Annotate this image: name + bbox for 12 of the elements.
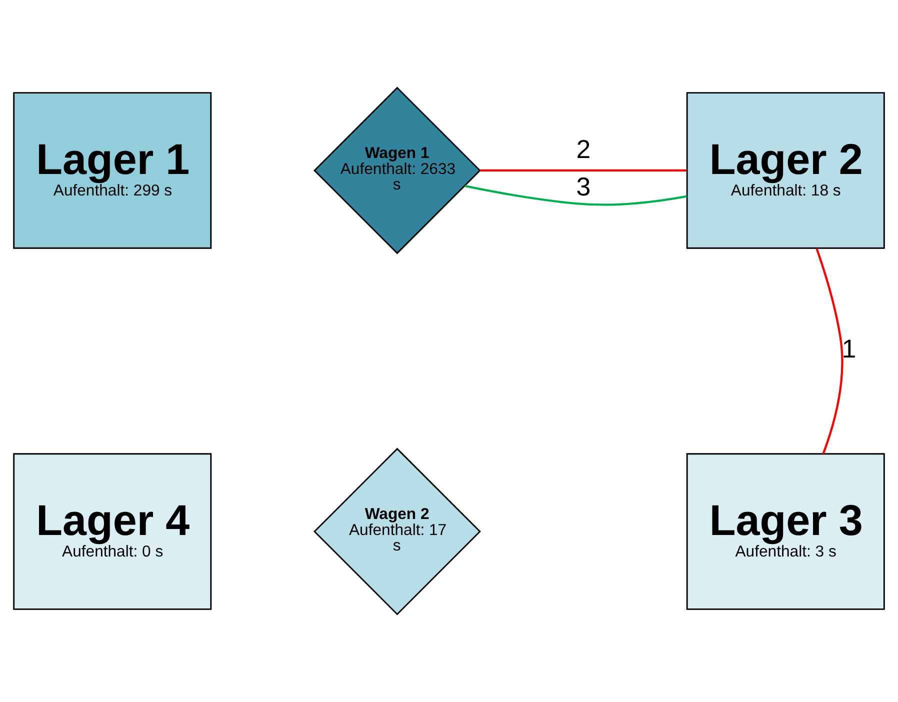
node-box: Lager 2 Aufenthalt: 18 s: [686, 92, 885, 249]
connector: [464, 184, 688, 206]
node-box: Lager 1 Aufenthalt: 299 s: [13, 92, 212, 249]
connector: [480, 169, 686, 172]
connector: [816, 248, 844, 454]
edge-label: 3: [576, 174, 591, 202]
edge-label: 1: [842, 335, 856, 364]
node-box: Lager 3 Aufenthalt: 3 s: [686, 453, 885, 610]
node-diamond: Wagen 2 Aufenthalt: 17 s: [313, 448, 481, 616]
edge-label: 2: [576, 136, 591, 164]
node-box: Lager 4 Aufenthalt: 0 s: [13, 453, 212, 610]
node-diamond: Wagen 1 Aufenthalt: 2633 s: [313, 86, 481, 254]
